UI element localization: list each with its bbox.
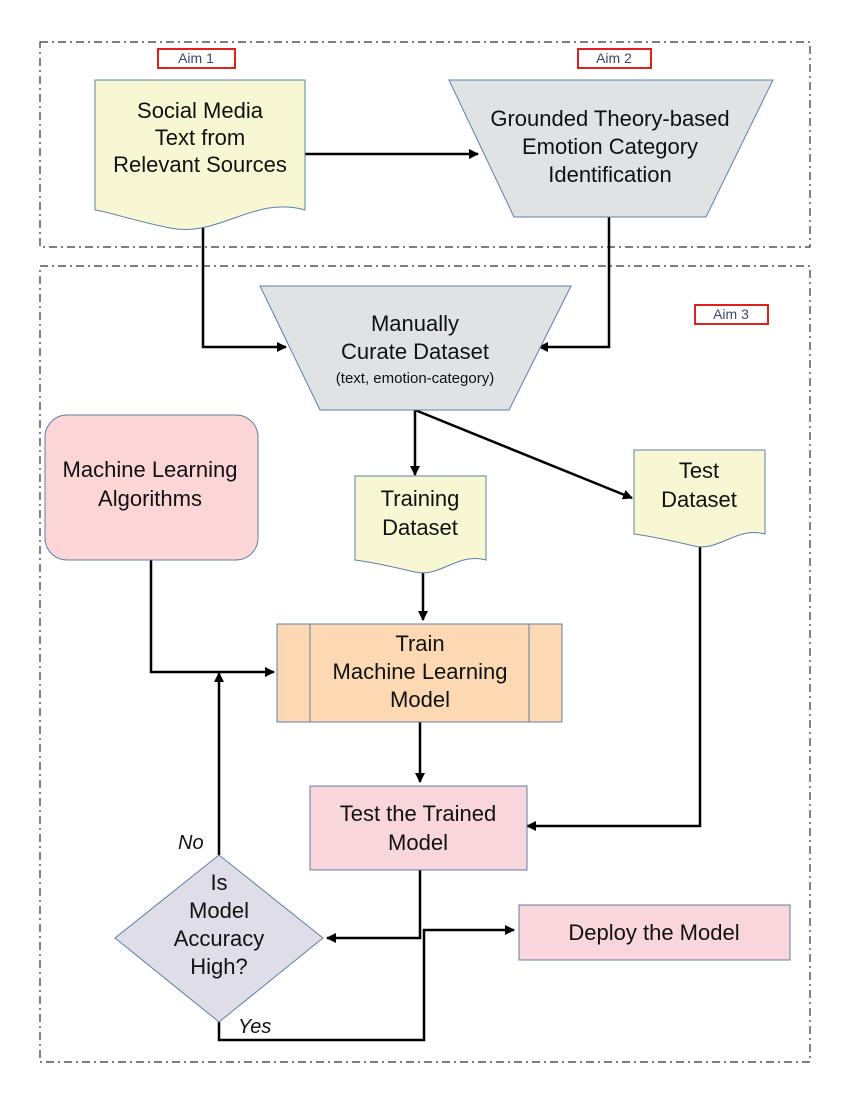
svg-text:Machine Learning: Machine Learning: [63, 457, 238, 482]
svg-text:Dataset: Dataset: [382, 515, 458, 540]
svg-text:Accuracy: Accuracy: [174, 926, 264, 951]
grounded-theory-node: Grounded Theory-based Emotion Category I…: [448, 79, 774, 218]
svg-text:Grounded Theory-based: Grounded Theory-based: [490, 106, 729, 131]
svg-text:Emotion Category: Emotion Category: [522, 134, 698, 159]
edge-test-model-to-decision: [326, 870, 422, 943]
svg-text:(text, emotion-category): (text, emotion-category): [336, 370, 494, 387]
svg-text:Aim 2: Aim 2: [596, 50, 632, 66]
svg-text:Training: Training: [381, 486, 460, 511]
aim-3-label: Aim 3: [694, 304, 769, 325]
aims-1-2-group-boundary: [39, 41, 811, 248]
svg-text:Dataset: Dataset: [661, 487, 737, 512]
svg-text:Identification: Identification: [548, 162, 672, 187]
aim-2-label: Aim 2: [577, 48, 652, 69]
svg-text:Curate Dataset: Curate Dataset: [341, 339, 489, 364]
edge-decision-yes-to-deploy: [217, 925, 515, 1042]
edge-algorithms-to-train-model: [149, 560, 275, 677]
training-dataset-node: Training Dataset: [354, 475, 487, 574]
svg-text:Social Media: Social Media: [137, 98, 264, 123]
svg-text:Manually: Manually: [371, 311, 459, 336]
aim-3-group-boundary: [39, 265, 811, 1063]
svg-text:Text from: Text from: [155, 125, 245, 150]
svg-text:Is: Is: [210, 870, 227, 895]
svg-text:Relevant Sources: Relevant Sources: [113, 152, 287, 177]
curate-dataset-node: Manually Curate Dataset (text, emotion-c…: [259, 285, 572, 411]
svg-text:Test: Test: [679, 458, 719, 483]
edge-curate-to-test-dataset: [414, 408, 633, 500]
svg-text:High?: High?: [190, 954, 247, 979]
test-trained-model-node: Test the Trained Model: [309, 785, 528, 871]
svg-text:Model: Model: [388, 830, 448, 855]
svg-text:Test the Trained: Test the Trained: [340, 801, 497, 826]
ml-algorithms-node: Machine Learning Algorithms: [44, 414, 259, 561]
edge-grounded-to-curate: [538, 217, 611, 352]
test-dataset-node: Test Dataset: [633, 449, 766, 548]
edges: [149, 149, 702, 1042]
edge-social-to-curate: [201, 217, 287, 352]
svg-text:Model: Model: [390, 687, 450, 712]
svg-text:Algorithms: Algorithms: [98, 486, 202, 511]
deploy-model-node: Deploy the Model: [518, 904, 791, 961]
edge-test-dataset-to-test-model: [526, 545, 702, 831]
train-model-node: Train Machine Learning Model: [276, 623, 563, 723]
svg-text:Model: Model: [189, 898, 249, 923]
svg-text:Deploy the Model: Deploy the Model: [568, 920, 739, 945]
edge-label-no: No: [178, 832, 204, 854]
aim-1-label: Aim 1: [157, 48, 236, 69]
edge-label-yes: Yes: [238, 1016, 271, 1038]
social-media-text-node: Social Media Text from Relevant Sources: [94, 79, 306, 230]
svg-text:Train: Train: [395, 631, 444, 656]
svg-text:Machine Learning: Machine Learning: [333, 659, 508, 684]
svg-text:Aim 3: Aim 3: [713, 306, 749, 322]
accuracy-decision-node: Is Model Accuracy High?: [114, 854, 324, 1023]
svg-text:Aim 1: Aim 1: [178, 50, 214, 66]
